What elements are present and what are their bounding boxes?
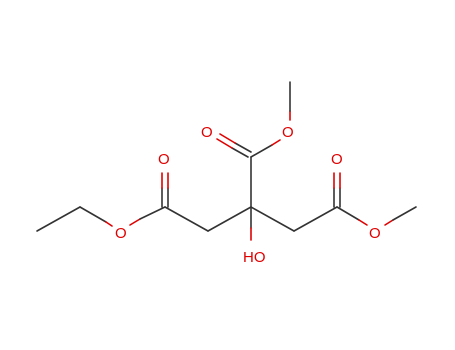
bond-right-o-ch3	[392, 206, 417, 221]
bond-left-c-ch2	[164, 206, 209, 232]
atom-o-ester-right: O	[369, 225, 381, 242]
atom-hydroxyl: HO	[243, 249, 266, 266]
bond-right-c-o-single-red	[358, 219, 368, 226]
bond-right-o-ch3-red	[384, 219, 394, 226]
atom-o-carbonyl-top: O	[201, 124, 213, 141]
bond-top-c-o-double-1-red	[216, 138, 233, 149]
atom-o-carbonyl-right: O	[331, 151, 343, 168]
atom-o-ester-top: O	[282, 124, 294, 141]
bond-ethyl-ch3-ch2	[36, 206, 81, 232]
atom-o-carbonyl-left: O	[158, 151, 170, 168]
bond-center-ch2-right	[250, 206, 295, 232]
bond-ethyl-ch2-o-red	[105, 221, 113, 227]
bond-left-o-c-grey	[139, 206, 166, 220]
bond-ethyl-ch2-o	[79, 206, 107, 223]
bond-right-c-o-single	[336, 206, 360, 221]
bond-top-c-o-single-red	[271, 139, 281, 146]
bond-ch2-left-center	[207, 206, 252, 232]
atom-o-ester-left: O	[115, 225, 127, 242]
bond-right-ch2-c	[293, 206, 338, 232]
bond-top-c-o-double-1	[231, 147, 249, 158]
bond-top-c-o-double-2	[234, 142, 252, 153]
bond-top-c-o-double-2-red	[219, 133, 236, 144]
bond-top-c-o-single	[250, 144, 273, 158]
bond-left-o-c	[129, 218, 141, 226]
